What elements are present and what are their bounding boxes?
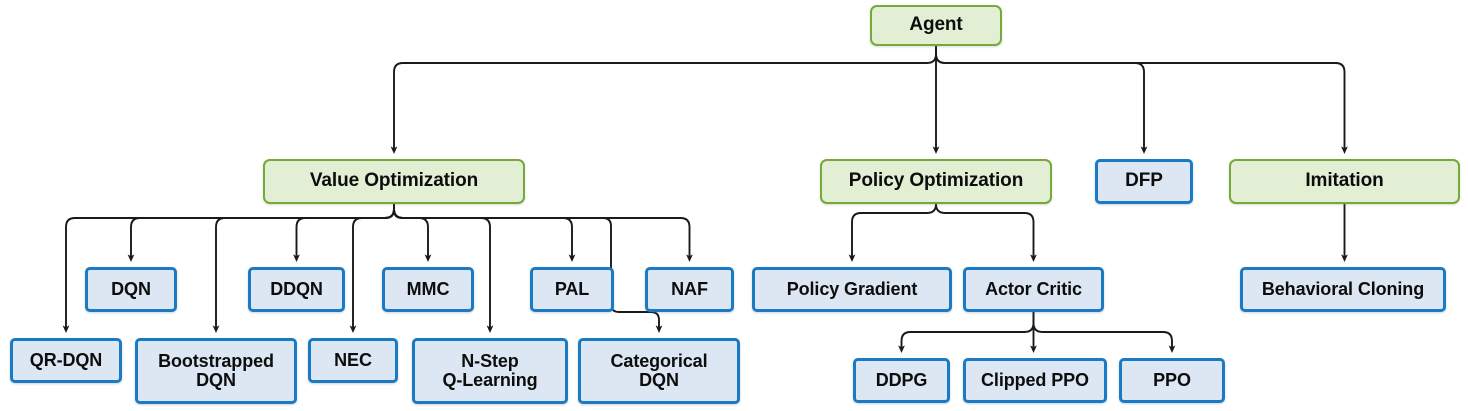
node-label-policy-gradient: Policy Gradient [786,278,918,299]
node-label-bootstrapped-dqn: Bootstrapped DQN [158,350,274,390]
node-dfp[interactable]: DFP [1095,159,1193,204]
edge-value-optimization-to-pal [393,204,576,263]
node-agent[interactable]: Agent [870,5,1002,46]
edge-agent-to-dfp [935,46,1148,155]
node-naf[interactable]: NAF [645,267,734,312]
edge-agent-to-imitation [935,46,1348,155]
node-n-step-q-learning[interactable]: N-Step Q-Learning [412,338,568,404]
node-bootstrapped-dqn[interactable]: Bootstrapped DQN [135,338,297,404]
node-label-behavioral-cloning: Behavioral Cloning [1261,278,1425,299]
edge-value-optimization-to-naf [393,204,693,263]
edge-agent-to-value-optimization [390,46,937,155]
node-label-ddpg: DDPG [875,369,928,390]
edge-value-optimization-to-dqn [127,204,395,263]
node-ppo[interactable]: PPO [1119,358,1225,403]
node-pal[interactable]: PAL [530,267,614,312]
node-label-policy-optimization: Policy Optimization [848,170,1024,192]
node-label-dfp: DFP [1125,170,1163,192]
edge-actor-critic-to-ppo [1032,312,1176,354]
edge-value-optimization-to-mmc [393,204,432,263]
node-policy-gradient[interactable]: Policy Gradient [752,267,952,312]
node-actor-critic[interactable]: Actor Critic [963,267,1104,312]
node-clipped-ppo[interactable]: Clipped PPO [963,358,1107,403]
node-dqn[interactable]: DQN [85,267,177,312]
node-policy-optimization[interactable]: Policy Optimization [820,159,1052,204]
node-behavioral-cloning[interactable]: Behavioral Cloning [1240,267,1446,312]
node-mmc[interactable]: MMC [382,267,474,312]
node-categorical-dqn[interactable]: Categorical DQN [578,338,740,404]
edge-value-optimization-to-ddqn [293,204,395,263]
node-label-qr-dqn: QR-DQN [29,349,103,370]
node-value-optimization[interactable]: Value Optimization [263,159,525,204]
node-label-ppo: PPO [1153,369,1191,390]
edge-policy-optimization-to-actor-critic [935,203,1037,263]
node-label-naf: NAF [671,278,708,299]
edge-policy-optimization-to-policy-gradient [848,203,937,263]
node-label-ddqn: DDQN [270,278,323,299]
node-label-clipped-ppo: Clipped PPO [981,369,1089,390]
node-ddpg[interactable]: DDPG [853,358,950,403]
node-label-agent: Agent [909,14,963,36]
node-label-categorical-dqn: Categorical DQN [610,350,708,390]
node-qr-dqn[interactable]: QR-DQN [10,338,122,383]
node-nec[interactable]: NEC [308,338,398,383]
node-label-actor-critic: Actor Critic [985,278,1082,299]
node-label-dqn: DQN [111,278,151,299]
edge-actor-critic-to-ddpg [898,312,1035,354]
node-label-n-step-q-learning: N-Step Q-Learning [442,350,538,390]
node-label-mmc: MMC [406,278,450,299]
node-label-nec: NEC [334,349,372,370]
node-label-value-optimization: Value Optimization [309,170,479,192]
node-imitation[interactable]: Imitation [1229,159,1460,204]
node-label-pal: PAL [554,278,590,299]
node-label-imitation: Imitation [1305,170,1384,192]
node-ddqn[interactable]: DDQN [248,267,345,312]
